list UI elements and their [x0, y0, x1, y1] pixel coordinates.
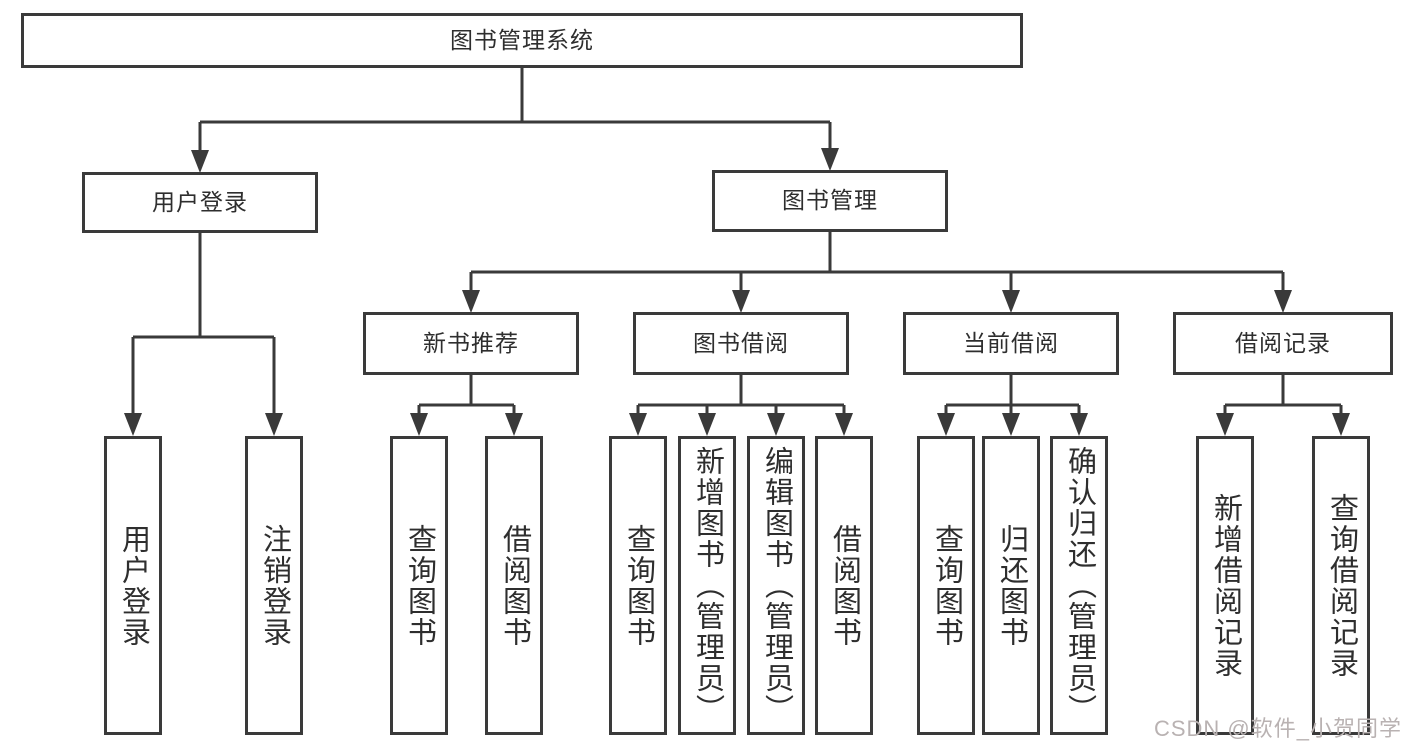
node-library-system: 图书管理系统	[21, 13, 1023, 68]
node-borrow-records: 借阅记录	[1173, 312, 1393, 375]
arrow-down-icon	[1002, 413, 1020, 436]
leaf-user-login: 用户登录	[104, 436, 162, 735]
connector-records-to-leaves	[1223, 375, 1343, 414]
node-new-book-recommend: 新书推荐	[363, 312, 579, 375]
leaf-recommend-query-book: 查询图书	[390, 436, 448, 735]
arrowheads-recommend	[410, 413, 523, 436]
arrow-down-icon	[835, 413, 853, 436]
arrow-down-icon	[821, 148, 839, 171]
arrowheads-records	[1216, 413, 1350, 436]
leaf-borrow-edit-book-admin: 编辑图书（管理员）	[747, 436, 805, 735]
node-book-management: 图书管理	[712, 170, 948, 232]
node-book-borrow: 图书借阅	[633, 312, 849, 375]
arrowheads-currentborrow	[937, 413, 1088, 436]
arrow-down-icon	[124, 413, 142, 436]
leaf-current-query-book: 查询图书	[917, 436, 975, 735]
arrowheads-userlogin	[124, 413, 283, 436]
arrow-down-icon	[265, 413, 283, 436]
connector-line	[469, 232, 1285, 292]
connector-bookborrow-to-leaves	[636, 375, 846, 414]
connector-line	[417, 375, 516, 414]
connector-line	[1223, 375, 1343, 414]
arrowheads-level3	[462, 290, 1292, 313]
leaf-current-confirm-return-admin: 确认归还（管理员）	[1050, 436, 1108, 735]
arrow-down-icon	[1274, 290, 1292, 313]
arrowheads-bookborrow	[629, 413, 853, 436]
csdn-watermark: CSDN @软件_小贺同学	[1153, 716, 1402, 741]
leaf-borrow-query-book: 查询图书	[609, 436, 667, 735]
leaf-current-return-book: 归还图书	[982, 436, 1040, 735]
arrowheads-root-to-level2	[191, 148, 839, 173]
connector-root-to-level2	[198, 68, 832, 152]
arrow-down-icon	[1070, 413, 1088, 436]
arrow-down-icon	[191, 150, 209, 173]
arrow-down-icon	[698, 413, 716, 436]
leaf-borrow-add-book-admin: 新增图书（管理员）	[678, 436, 736, 735]
connector-line	[198, 68, 832, 152]
leaf-records-query-record: 查询借阅记录	[1312, 436, 1370, 735]
arrow-down-icon	[462, 290, 480, 313]
arrow-down-icon	[410, 413, 428, 436]
connector-line	[636, 375, 846, 414]
connector-line	[131, 233, 276, 414]
leaf-logout-login: 注销登录	[245, 436, 303, 735]
arrow-down-icon	[505, 413, 523, 436]
arrow-down-icon	[937, 413, 955, 436]
node-user-login: 用户登录	[82, 172, 318, 233]
leaf-records-add-record: 新增借阅记录	[1196, 436, 1254, 735]
leaf-recommend-borrow-book: 借阅图书	[485, 436, 543, 735]
leaf-borrow-borrow-book: 借阅图书	[815, 436, 873, 735]
arrow-down-icon	[1002, 290, 1020, 313]
connector-currentborrow-to-leaves	[944, 375, 1081, 414]
connector-line	[944, 375, 1081, 414]
arrow-down-icon	[1332, 413, 1350, 436]
arrow-down-icon	[629, 413, 647, 436]
arrow-down-icon	[732, 290, 750, 313]
connector-recommend-to-leaves	[417, 375, 516, 414]
arrow-down-icon	[1216, 413, 1234, 436]
connector-userlogin-to-leaves	[131, 233, 276, 414]
connector-bookmgmt-to-level3	[469, 232, 1285, 292]
node-current-borrow: 当前借阅	[903, 312, 1119, 375]
arrow-down-icon	[767, 413, 785, 436]
